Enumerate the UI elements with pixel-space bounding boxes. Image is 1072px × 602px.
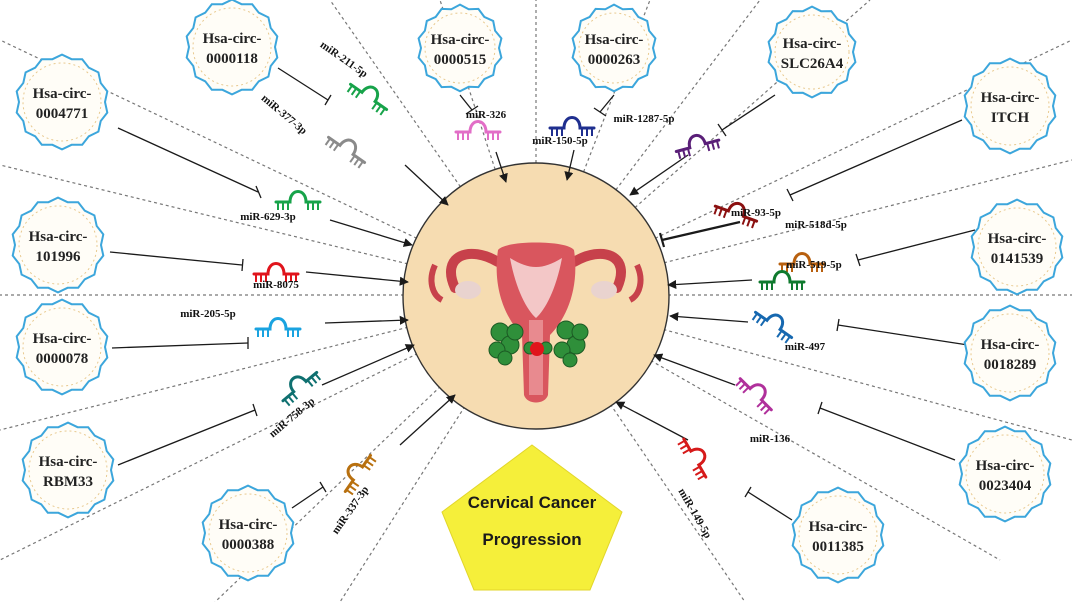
circrna-label-line2: RBM33 (43, 474, 93, 490)
circrna-label-line1: Hsa-circ- (203, 31, 262, 47)
circrna-label-line2: 0000515 (434, 52, 487, 68)
circrna-label-line1: Hsa-circ- (976, 458, 1035, 474)
mirna-node: miR-8075 (252, 262, 300, 291)
mirna-node: miR-518d-5p (778, 219, 847, 272)
mirna-node: miR-519-5p (758, 259, 842, 290)
mirna-label: miR-149-5p (675, 486, 713, 540)
mirna-label: miR-377-3p (259, 92, 309, 137)
mirna-hairpin-icon (454, 120, 502, 140)
center-title-line1: Cervical Cancer (468, 493, 597, 512)
circrna-label-line2: ITCH (991, 110, 1030, 126)
mirna-hairpin-icon (343, 453, 377, 496)
circrna-node: Hsa-circ- 0000263 (571, 3, 657, 93)
mirna-node: miR-1287-5p (613, 113, 721, 159)
mirna-node: miR-629-3p (240, 190, 322, 223)
arrow-lines (305, 149, 753, 446)
mirna-hairpin-icon (713, 201, 759, 229)
circrna-label-line1: Hsa-circ- (981, 337, 1040, 353)
circrna-label-line1: Hsa-circ- (981, 90, 1040, 106)
circrna-label-line2: 0000388 (222, 537, 275, 553)
circrna-label-line2: 0018289 (984, 357, 1037, 373)
mirna-hairpin-icon (674, 134, 721, 159)
mirna-label: miR-205-5p (180, 308, 236, 320)
mirna-hairpin-icon (677, 437, 708, 481)
circrna-label-line1: Hsa-circ- (783, 36, 842, 52)
mirna-node: miR-136 (735, 377, 791, 445)
mirna-label: miR-136 (750, 433, 791, 445)
connector-lines (109, 67, 976, 521)
mirna-label: miR-326 (466, 109, 507, 121)
mirna-node: miR-326 (454, 109, 507, 140)
circrna-label-line2: 0023404 (979, 478, 1032, 494)
circrna-node: Hsa-circ- 0023404 (958, 425, 1052, 523)
mirna-hairpin-icon (252, 262, 300, 282)
circrna-node: Hsa-circ- 0000118 (185, 0, 279, 96)
mirna-node: miR-377-3p (259, 92, 367, 169)
circrna-label-line1: Hsa-circ- (39, 454, 98, 470)
mirna-hairpin-icon (735, 377, 773, 415)
circrna-label-line2: 0000078 (36, 351, 89, 367)
circrna-label-line1: Hsa-circ- (809, 519, 868, 535)
circrna-node: Hsa-circ- RBM33 (21, 421, 115, 519)
circrna-node: Hsa-circ- 0018289 (963, 304, 1057, 402)
mirna-label: miR-1287-5p (613, 113, 674, 125)
mirna-hairpin-icon (548, 116, 596, 136)
circrna-node: Hsa-circ- 0000388 (201, 484, 295, 582)
mirna-label: miR-211-5p (318, 39, 370, 80)
mirna-node: miR-150-5p (532, 116, 596, 147)
circrna-label-line2: 0141539 (991, 251, 1044, 267)
circrna-label-line1: Hsa-circ- (33, 86, 92, 102)
circrna-node: Hsa-circ- ITCH (963, 57, 1057, 155)
mirna-node: miR-211-5p (318, 39, 389, 116)
mirna-node: miR-93-5p (713, 201, 781, 229)
mirna-node: miR-337-3p (330, 453, 377, 536)
circrna-node: Hsa-circ- 0004771 (15, 53, 109, 151)
circrna-label-line1: Hsa-circ- (29, 229, 88, 245)
circrna-label-line2: SLC26A4 (781, 56, 844, 72)
circrna-label-line2: 0000263 (588, 52, 641, 68)
progression-pentagon: Cervical Cancer Progression (441, 444, 623, 591)
mirna-label: miR-93-5p (731, 207, 781, 219)
mirna-hairpin-icon (274, 190, 322, 210)
circrna-node: Hsa-circ- 0000078 (15, 298, 109, 396)
circrna-node: Hsa-circ- 0141539 (970, 198, 1064, 296)
mirna-node: miR-497 (751, 310, 826, 353)
circrna-label-line1: Hsa-circ- (988, 231, 1047, 247)
circrna-nodes: Hsa-circ-0004771Hsa-circ-0000118Hsa-circ… (11, 0, 1064, 584)
circrna-label-line1: Hsa-circ- (219, 517, 278, 533)
circrna-label-line1: Hsa-circ- (431, 32, 490, 48)
mirna-label: miR-519-5p (786, 259, 842, 271)
center-title-line2: Progression (482, 530, 581, 549)
mirna-label: miR-497 (785, 341, 826, 353)
mirna-node: miR-205-5p (180, 308, 302, 337)
mirna-node: miR-149-5p (675, 437, 714, 541)
uterus-illustration (402, 162, 670, 430)
circrna-label-line1: Hsa-circ- (33, 331, 92, 347)
circrna-node: Hsa-circ- 101996 (11, 196, 105, 294)
mirna-node: miR-758-3p (267, 370, 322, 440)
circrna-label-line2: 0000118 (206, 51, 258, 67)
circrna-node: Hsa-circ- SLC26A4 (767, 5, 857, 99)
mirna-label: miR-629-3p (240, 211, 296, 223)
mirna-hairpin-icon (758, 270, 806, 290)
mirna-hairpin-icon (751, 310, 794, 344)
mirna-label: miR-8075 (253, 279, 299, 291)
mirna-hairpin-icon (346, 82, 389, 116)
mirna-hairpin-icon (778, 252, 826, 272)
circrna-label-line2: 101996 (36, 249, 82, 265)
mirna-label: miR-518d-5p (785, 219, 847, 231)
circrna-node: Hsa-circ- 0000515 (417, 3, 503, 93)
circrna-node: Hsa-circ- 0011385 (791, 486, 885, 584)
mirna-hairpin-icon (281, 370, 322, 407)
circrna-label-line2: 0004771 (36, 106, 89, 122)
mirna-hairpin-icon (254, 317, 302, 337)
circrna-label-line2: 0011385 (812, 539, 864, 555)
mirna-hairpin-icon (324, 135, 367, 169)
circrna-label-line1: Hsa-circ- (585, 32, 644, 48)
mirna-label: miR-150-5p (532, 135, 588, 147)
